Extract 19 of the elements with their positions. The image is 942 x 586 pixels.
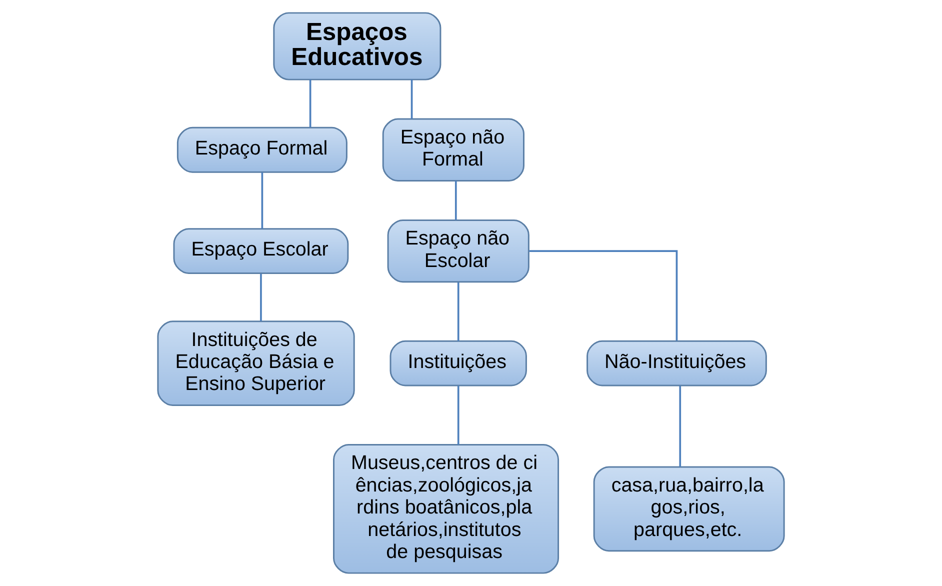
node-box: Espaços Educativos bbox=[273, 12, 442, 80]
node-box: Não-Instituições bbox=[586, 340, 767, 386]
connector bbox=[457, 386, 460, 445]
connector bbox=[529, 250, 678, 341]
connector bbox=[309, 80, 312, 128]
node-box: Instituições de Educação Básia e Ensino Superior bbox=[157, 320, 355, 406]
node-box: Espaço Escolar bbox=[173, 228, 349, 274]
node-box: Instituições bbox=[390, 340, 527, 386]
connector bbox=[454, 180, 457, 220]
connector bbox=[261, 172, 264, 229]
node-box: casa,rua,bairro,lagos,rios, parques,etc. bbox=[593, 466, 785, 552]
node-box: Espaço não Formal bbox=[382, 118, 524, 182]
node-box: Espaço não Escolar bbox=[387, 219, 530, 283]
connector bbox=[457, 282, 460, 342]
node-box: Museus,centros de ciências,zoológicos,jardins boatânicos,planetários,institutos de pesquisas bbox=[333, 444, 560, 574]
connector bbox=[679, 386, 682, 467]
node-box: Espaço Formal bbox=[176, 126, 348, 173]
connector bbox=[260, 274, 262, 322]
connector bbox=[410, 80, 413, 119]
